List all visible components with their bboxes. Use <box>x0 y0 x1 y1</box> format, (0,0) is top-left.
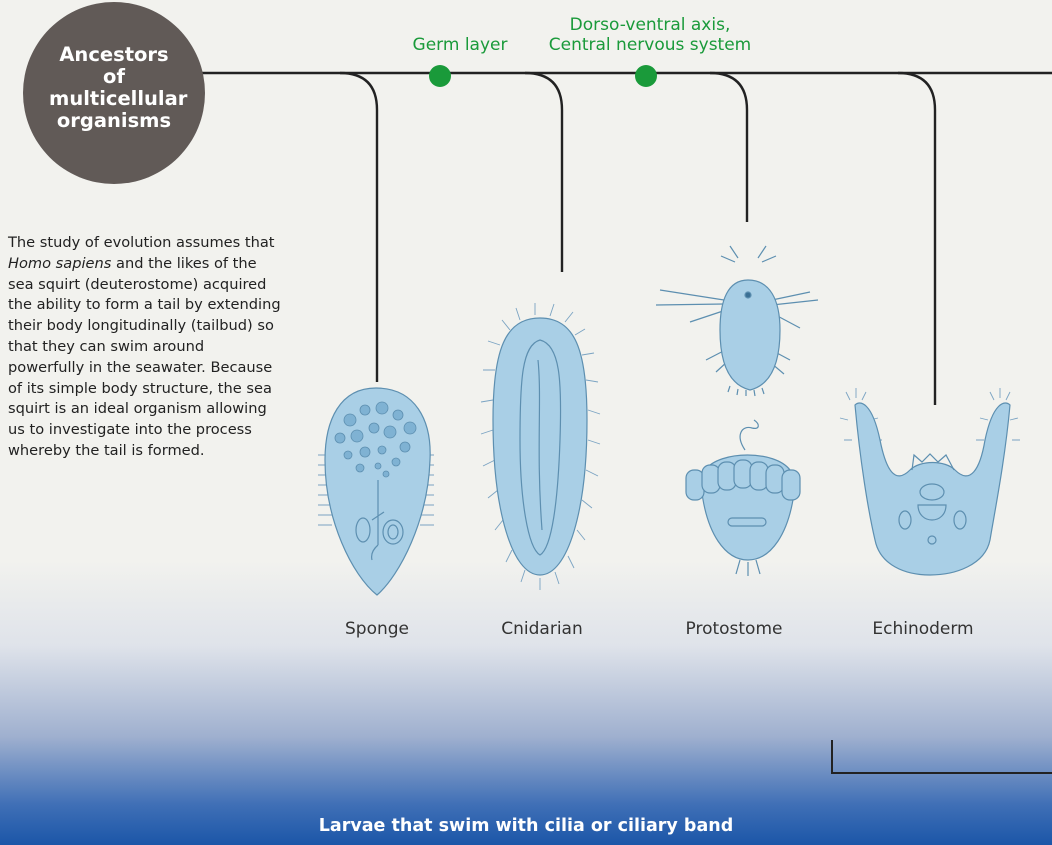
description-part-1: The study of evolution assumes that <box>8 234 275 251</box>
trait-dot-germ-layer <box>429 65 451 87</box>
organism-label-cnidarian: Cnidarian <box>462 619 622 639</box>
description-italic: Homo sapiens <box>8 255 111 272</box>
organism-label-sponge: Sponge <box>297 619 457 639</box>
ancestor-label: Ancestors of multicellular organisms <box>49 44 179 132</box>
branch-sponge <box>340 73 377 382</box>
description-part-2: and the likes of the sea squirt (deutero… <box>8 255 281 459</box>
branch-protostome <box>710 73 747 222</box>
trait-label-dorso-ventral: Dorso-ventral axis, Central nervous syst… <box>525 15 775 55</box>
protostome-larva-upper-illustration <box>656 246 818 396</box>
organism-label-echinoderm: Echinoderm <box>843 619 1003 639</box>
sponge-larva-illustration <box>318 388 434 595</box>
trait-dot-dorso-ventral <box>635 65 657 87</box>
branch-echinoderm <box>898 73 935 405</box>
description-text: The study of evolution assumes that Homo… <box>8 233 283 462</box>
cnidarian-larva-illustration <box>481 303 600 590</box>
bracket-line <box>832 740 1052 773</box>
organism-label-protostome: Protostome <box>654 619 814 639</box>
ancestor-node: Ancestors of multicellular organisms <box>23 2 205 184</box>
protostome-larva-lower-illustration <box>686 420 800 576</box>
group-label: Larvae that swim with cilia or ciliary b… <box>0 816 1052 836</box>
echinoderm-larva-illustration <box>840 388 1020 575</box>
trait-label-germ-layer: Germ layer <box>400 35 520 55</box>
branch-cnidarian <box>525 73 562 272</box>
